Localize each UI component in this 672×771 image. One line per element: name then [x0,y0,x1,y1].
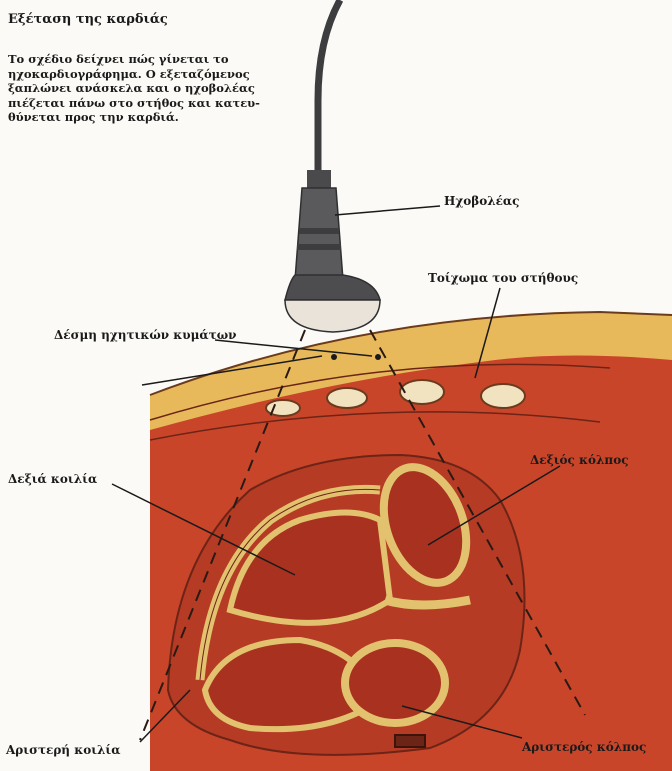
left-atrium-chamber [345,643,445,723]
transducer-tip [285,300,380,332]
leader-transducer [335,206,440,215]
label-left-atrium: Αριστερός κόλπος [522,740,646,754]
label-sound-beam: Δέσμη ηχητικών κυμάτων [54,328,236,342]
label-transducer: Ηχοβολέας [444,194,519,208]
label-right-atrium: Δεξιός κόλπος [530,453,629,467]
label-right-ventricle: Δεξιά κοιλία [8,472,97,486]
rib [327,388,367,408]
rib [481,384,525,408]
label-left-ventricle: Αριστερή κοιλία [6,743,120,757]
probe-cable [318,0,340,175]
label-chest-wall: Τοίχωμα του στήθους [428,271,578,285]
transducer-probe [285,170,380,332]
rib [400,380,444,404]
